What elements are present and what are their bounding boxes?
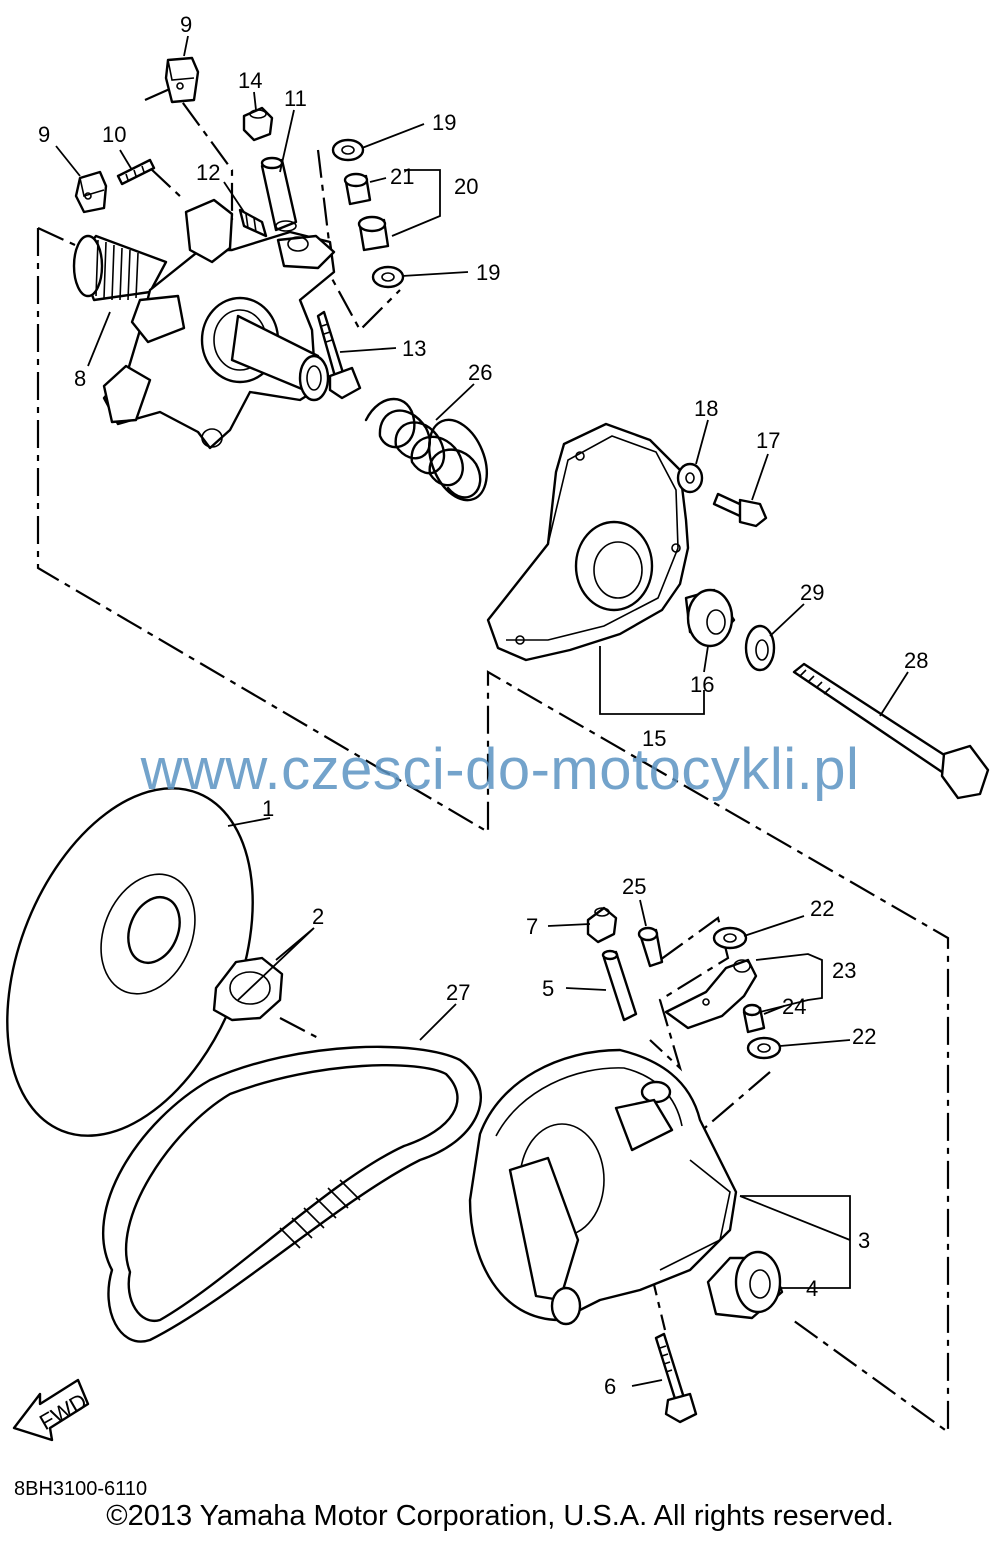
pin-5 (601, 949, 638, 1022)
bushing-16 (684, 588, 736, 648)
roller-24 (742, 1003, 766, 1034)
arm-23 (664, 958, 758, 1030)
bolt-13 (316, 310, 362, 400)
callout-27: 27 (446, 980, 470, 1005)
callout-12: 12 (196, 160, 220, 185)
dowel-line-10 (149, 167, 183, 199)
guide-line-lower (279, 1017, 323, 1041)
callout-2: 2 (312, 904, 324, 929)
washer-18 (676, 462, 704, 494)
callout-numbers: 9 14 11 19 9 10 12 21 20 19 13 8 26 18 1… (38, 12, 928, 1399)
sheave-3 (468, 1048, 738, 1326)
callout-3: 3 (858, 1228, 870, 1253)
arm-line (649, 916, 730, 1072)
callout-25: 25 (622, 874, 646, 899)
callout-7: 7 (526, 914, 538, 939)
washer-22-upper (712, 926, 748, 950)
screw-12 (238, 208, 268, 238)
assembly-frame-lower (37, 227, 76, 246)
nut-7 (586, 906, 618, 944)
callout-18: 18 (694, 396, 718, 421)
callout-20: 20 (454, 174, 478, 199)
fwd-arrow: FWD (12, 1378, 91, 1442)
pin-10 (116, 158, 156, 186)
long-bolt-28 (792, 662, 990, 800)
bolt-17 (712, 492, 768, 528)
callout-10: 10 (102, 122, 126, 147)
callout-14: 14 (238, 68, 262, 93)
callout-13: 13 (402, 336, 426, 361)
belt-27 (102, 1045, 482, 1343)
assembly-frame-upper (36, 228, 950, 1435)
spring-26 (364, 397, 488, 502)
callout-8: 8 (74, 366, 86, 391)
callout-21: 21 (390, 164, 414, 189)
slider-9-upper (164, 56, 200, 104)
washer-19-lower (371, 265, 405, 289)
leader-lines (55, 35, 909, 1387)
callout-17: 17 (756, 428, 780, 453)
callout-28: 28 (904, 648, 928, 673)
callout-26: 26 (468, 360, 492, 385)
callout-1: 1 (262, 796, 274, 821)
nut-14 (242, 106, 274, 142)
diagram-code: 8BH3100-6110 (14, 1478, 148, 1500)
slider-9-lower (74, 170, 108, 214)
callout-19-lower: 19 (476, 260, 500, 285)
dowel-line-9 (144, 86, 234, 220)
washer-22-lower (746, 1036, 782, 1060)
callout-24: 24 (782, 994, 806, 1019)
cover-15 (486, 422, 690, 662)
callout-9-upper: 9 (180, 12, 192, 37)
callout-19-upper: 19 (432, 110, 456, 135)
callout-23: 23 (832, 958, 856, 983)
callout-16: 16 (690, 672, 714, 697)
sheave-1 (6, 787, 254, 1137)
pin-25 (637, 926, 664, 968)
lock-washer-29 (744, 624, 776, 672)
bushing-4 (706, 1250, 784, 1320)
roller-line (316, 149, 401, 332)
spider-8 (72, 198, 336, 450)
watermark: www.czesci-do-motocykli.pl (140, 737, 860, 802)
sleeve-11 (260, 156, 298, 232)
washer-19-upper (331, 138, 365, 162)
callout-22-upper: 22 (810, 896, 834, 921)
bolt-6 (654, 1332, 698, 1424)
callout-11: 11 (284, 86, 307, 111)
callout-15: 15 (642, 726, 666, 751)
callout-22-lower: 22 (852, 1024, 876, 1049)
callout-4: 4 (806, 1276, 818, 1301)
roller-20 (357, 215, 390, 252)
callout-29: 29 (800, 580, 824, 605)
callout-9-lower: 9 (38, 122, 50, 147)
roller-21 (343, 172, 372, 206)
callout-5: 5 (542, 976, 554, 1001)
copyright: ©2013 Yamaha Motor Corporation, U.S.A. A… (106, 1500, 894, 1532)
callout-6: 6 (604, 1374, 616, 1399)
